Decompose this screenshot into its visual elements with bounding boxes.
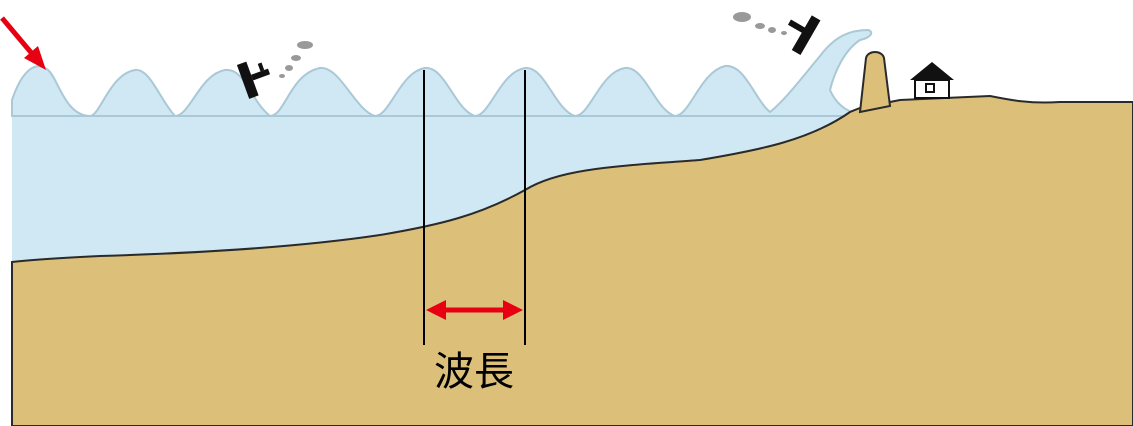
wave-crests xyxy=(11,28,873,118)
breakwater-icon xyxy=(858,51,892,114)
red-arrow-icon xyxy=(0,16,46,70)
boat-on-wave-icon xyxy=(787,15,821,56)
smoke-on-wave-icon xyxy=(733,12,787,35)
smoke-icon xyxy=(279,41,313,78)
house-icon xyxy=(910,62,954,99)
wavelength-arrow-icon xyxy=(426,300,523,320)
boat-icon xyxy=(236,61,271,99)
wavelength-label: 波長 xyxy=(434,349,514,395)
sea-water xyxy=(12,112,850,262)
